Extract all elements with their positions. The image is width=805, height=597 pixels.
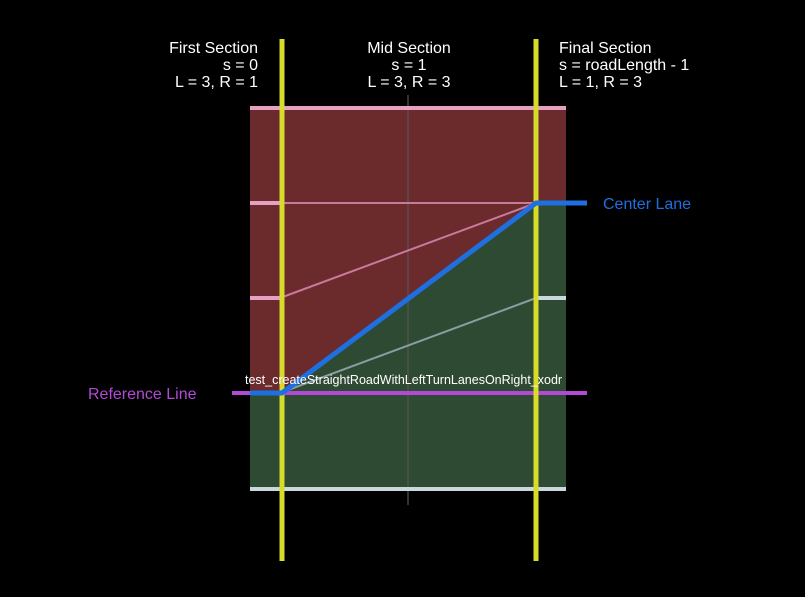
right-lane-border-2	[279, 297, 537, 394]
final-section-lanes: L = 1, R = 3	[559, 74, 642, 91]
final-section-s: s = roadLength - 1	[559, 57, 689, 74]
first-section-lanes: L = 3, R = 1	[175, 74, 258, 91]
mid-section-title: Mid Section	[367, 40, 451, 57]
reference-line-label: Reference Line	[88, 386, 197, 403]
first-section-title: First Section	[169, 40, 258, 57]
center-lane-line	[250, 200, 587, 396]
center-lane-label: Center Lane	[603, 196, 691, 213]
file-name: test_createStraightRoadWithLeftTurnLanes…	[245, 373, 562, 387]
mid-section-s: s = 1	[391, 57, 426, 74]
left-lane-border-3	[279, 202, 537, 299]
first-section-s: s = 0	[223, 57, 258, 74]
mid-section-lanes: L = 3, R = 3	[367, 74, 450, 91]
final-section-title: Final Section	[559, 40, 652, 57]
